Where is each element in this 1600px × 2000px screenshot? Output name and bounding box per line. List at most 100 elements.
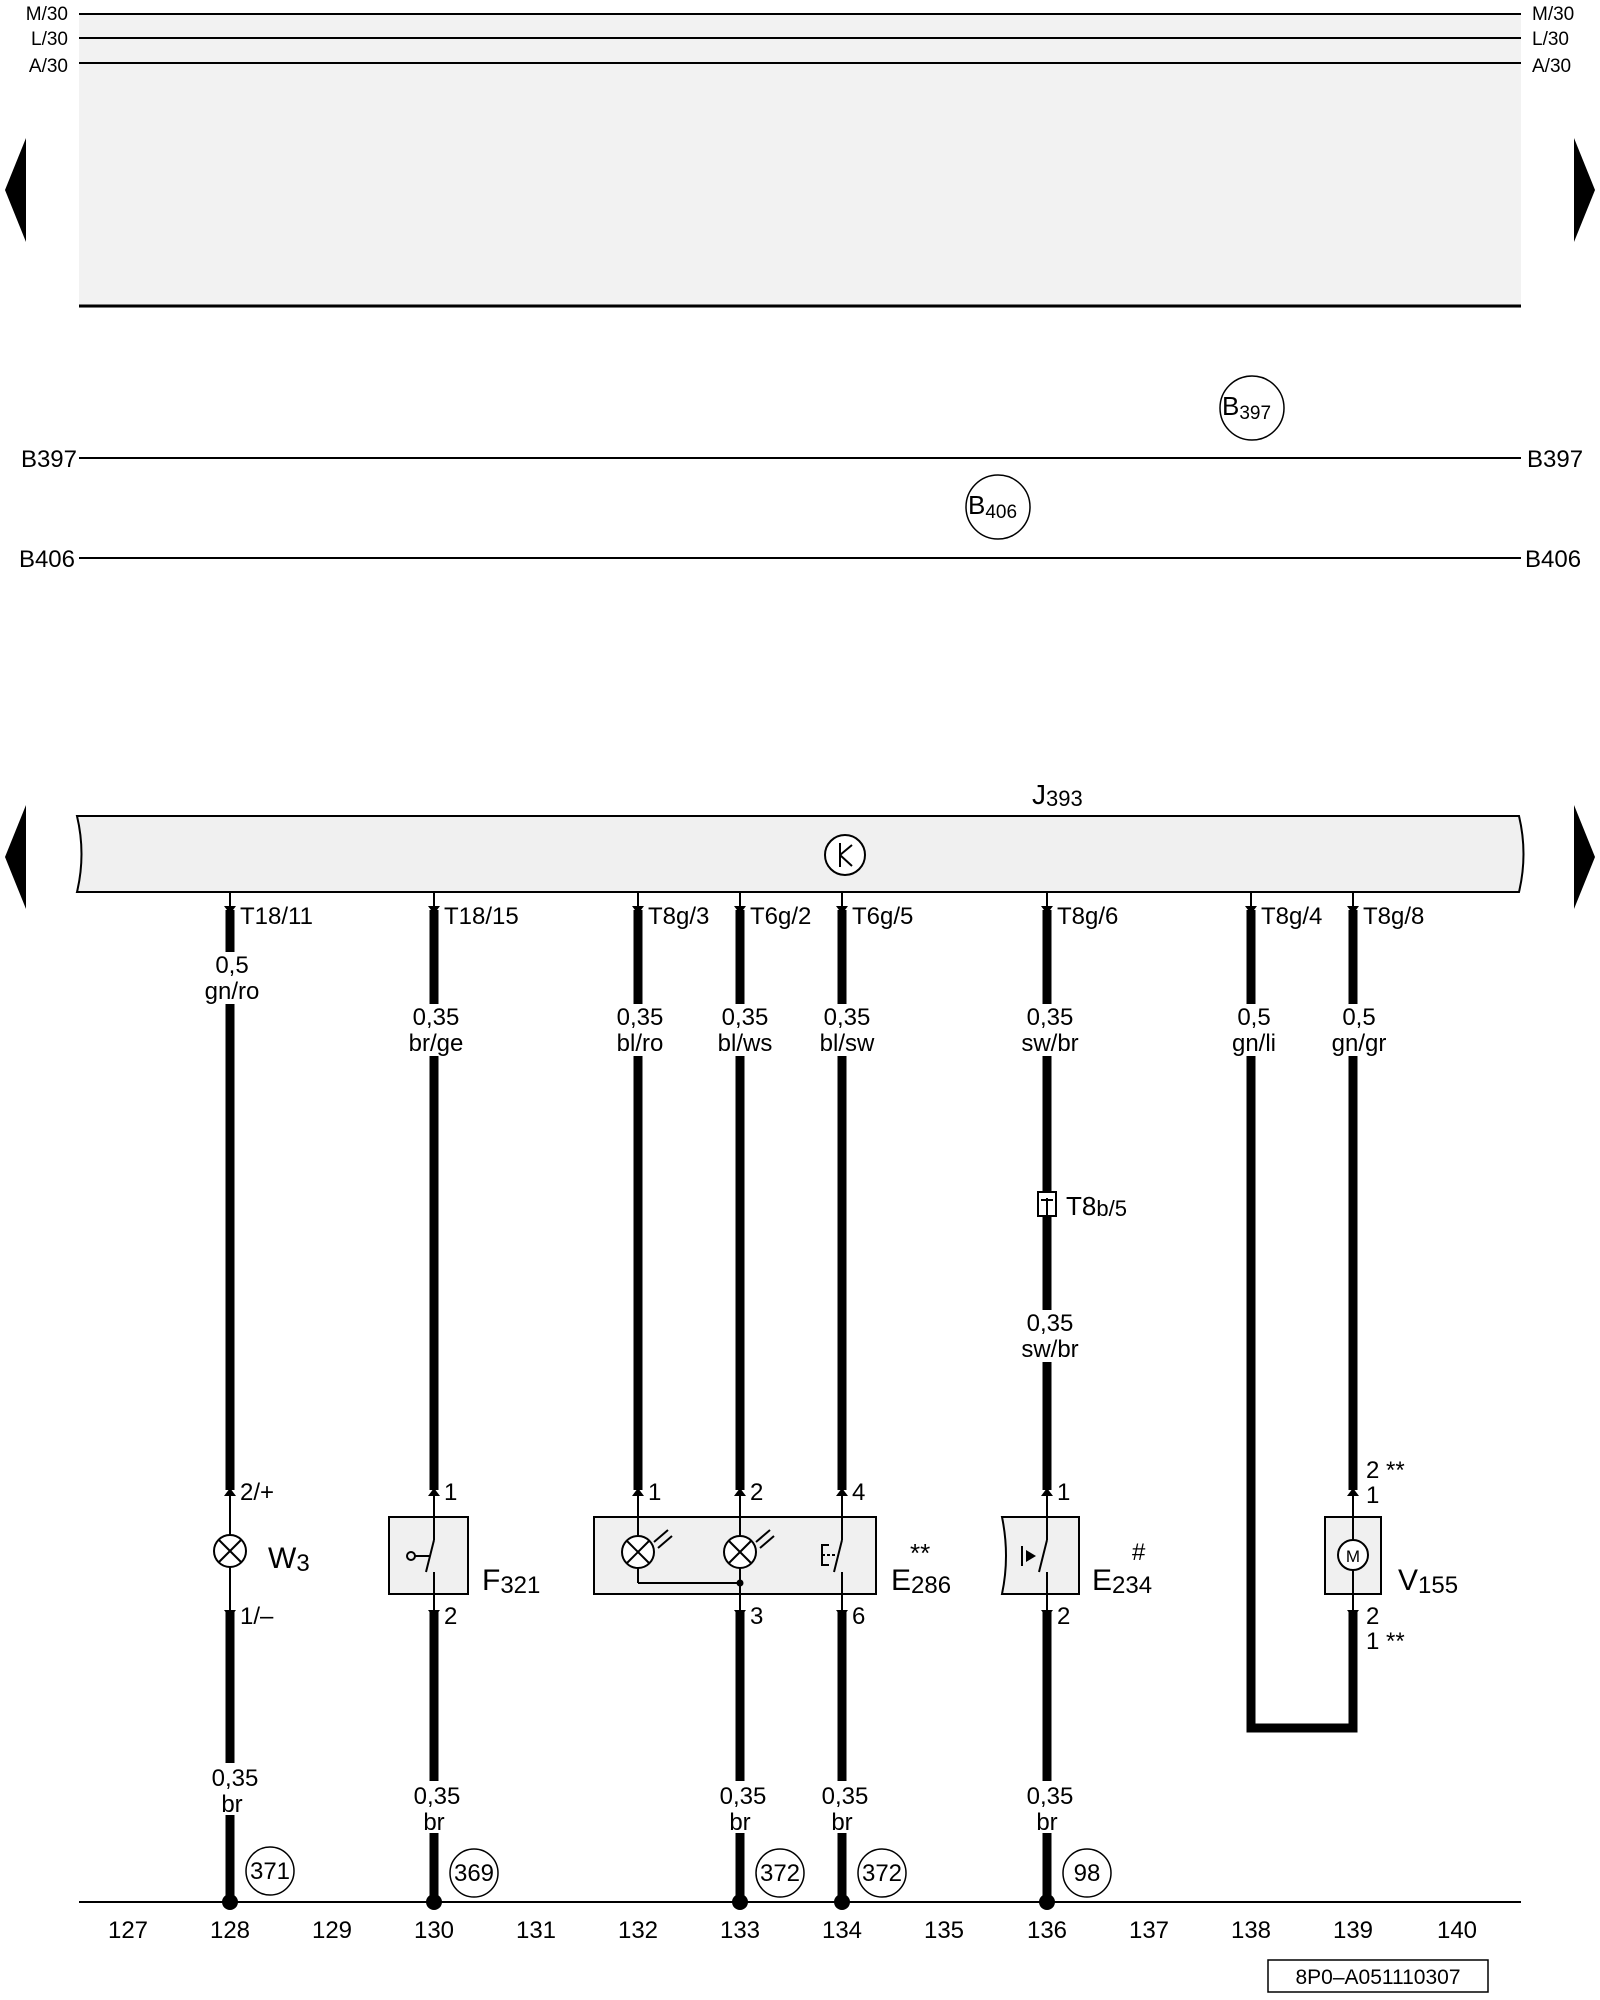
control-unit-symbol [824, 834, 866, 876]
ground-color-130: br [423, 1809, 444, 1836]
track-135: 135 [924, 1917, 964, 1944]
track-132: 132 [618, 1917, 658, 1944]
connector-t8b-5 [1037, 1191, 1057, 1217]
track-127: 127 [108, 1917, 148, 1944]
bus-label-a30-right: A/30 [1532, 56, 1571, 77]
track-140: 140 [1437, 1917, 1477, 1944]
track-136: 136 [1027, 1917, 1067, 1944]
ground-ref-372a: 372 [760, 1860, 800, 1887]
wire-gauge-t18-11: 0,5 [215, 952, 248, 979]
bus-label-m30-right: M/30 [1532, 4, 1574, 25]
b397-circle [1219, 375, 1285, 441]
track-133: 133 [720, 1917, 760, 1944]
b397-circle-label: B397 [1222, 391, 1271, 424]
page-prev-arrow-bottom[interactable] [5, 805, 26, 909]
switch-e286 [593, 1490, 877, 1612]
ground-gauge-136: 0,35 [1027, 1783, 1074, 1810]
wire-gauge-t6g-2: 0,35 [722, 1004, 769, 1031]
wire-gauge-t8g-4: 0,5 [1237, 1004, 1270, 1031]
f321-pin-bottom: 2 [444, 1603, 457, 1630]
wire-gauge-t18-15: 0,35 [413, 1004, 460, 1031]
pin-arrows [224, 906, 1359, 914]
wire-color-t18-11: gn/ro [205, 978, 260, 1005]
page-next-arrow-bottom[interactable] [1574, 805, 1595, 909]
ground-ref-98: 98 [1074, 1860, 1101, 1887]
control-unit-label: J393 [1032, 779, 1083, 811]
e234-label: E234 [1092, 1564, 1152, 1599]
v155-pin-bottom-b: 1 ** [1366, 1628, 1405, 1655]
w3-label: W3 [268, 1542, 310, 1577]
bus-label-l30-right: L/30 [1532, 29, 1569, 50]
bus-label-l30-left: L/30 [31, 29, 68, 50]
w3-pin-bottom: 1/– [240, 1603, 274, 1630]
terminal-label-t8g-4: T8g/4 [1261, 903, 1322, 930]
control-unit-box [75, 815, 1525, 893]
ground-refs: 371 369 372 372 98 [245, 1846, 1112, 1898]
terminal-label-t6g-2: T6g/2 [750, 903, 811, 930]
e286-pin-top-4: 4 [852, 1479, 865, 1506]
e234-pin-bottom: 2 [1057, 1603, 1070, 1630]
track-129: 129 [312, 1917, 352, 1944]
e286-sup: ** [910, 1538, 930, 1568]
wire-gauge-t8g-6: 0,35 [1027, 1004, 1074, 1031]
terminal-label-t6g-5: T6g/5 [852, 903, 913, 930]
ground-color-136: br [1036, 1809, 1057, 1836]
v155-pin-bottom-a: 2 [1366, 1603, 1379, 1630]
terminal-label-t8g-6: T8g/6 [1057, 903, 1118, 930]
ground-dots [222, 1894, 1055, 1910]
wire-color-t8g-4: gn/li [1232, 1030, 1276, 1057]
ground-ref-371: 371 [250, 1858, 290, 1885]
transistor-icon [839, 843, 853, 867]
ground-gauge-128: 0,35 [212, 1765, 259, 1792]
wire-color-t6g-5: bl/sw [820, 1030, 875, 1057]
track-134: 134 [822, 1917, 862, 1944]
e234-pin-top: 1 [1057, 1479, 1070, 1506]
terminal-label-t8g-8: T8g/8 [1363, 903, 1424, 930]
wire-color-t8g-3: bl/ro [617, 1030, 664, 1057]
v155-pin-top-b: 1 [1366, 1482, 1379, 1509]
wire-labels: 0,5 gn/ro 0,35 br/ge 0,35 bl/ro 0,35 bl/… [198, 952, 1389, 1363]
v155-label: V155 [1398, 1564, 1458, 1599]
wire-color-t8g-6: sw/br [1021, 1030, 1078, 1057]
terminal-stubs [229, 892, 1354, 906]
connector-t8b-5-label: T8b/5 [1066, 1191, 1127, 1221]
e286-pin-top-1: 1 [648, 1479, 661, 1506]
track-138: 138 [1231, 1917, 1271, 1944]
ground-ref-372b: 372 [862, 1860, 902, 1887]
terminal-label-t18-11: T18/11 [240, 903, 313, 930]
track-139: 139 [1333, 1917, 1373, 1944]
b406-label-left: B406 [19, 546, 75, 573]
figure-code: 8P0–A051110307 [1295, 1966, 1460, 1989]
b406-circle [965, 474, 1031, 540]
b397-label-left: B397 [21, 446, 77, 473]
ground-color-133: br [729, 1809, 750, 1836]
switch-f321 [388, 1490, 469, 1612]
wire-color-t8b-lower: sw/br [1021, 1336, 1078, 1363]
ground-color-134: br [831, 1809, 852, 1836]
ground-color-128: br [221, 1791, 242, 1818]
track-131: 131 [516, 1917, 556, 1944]
page-next-arrow-top[interactable] [1574, 138, 1595, 242]
e234-sup: # [1132, 1539, 1146, 1566]
f321-pin-top: 1 [444, 1479, 457, 1506]
b397-label-right: B397 [1527, 446, 1583, 473]
ground-gauge-130: 0,35 [414, 1783, 461, 1810]
ground-gauge-134: 0,35 [822, 1783, 869, 1810]
page-prev-arrow-top[interactable] [5, 138, 26, 242]
terminal-label-t8g-3: T8g/3 [648, 903, 709, 930]
track-137: 137 [1129, 1917, 1169, 1944]
ground-labels: 0,35 br 0,35 br 0,35 br 0,35 br 0,35 br [200, 1763, 1083, 1836]
motor-v155: M [1324, 1490, 1382, 1612]
bus-label-m30-left: M/30 [26, 4, 68, 25]
b406-label-right: B406 [1525, 546, 1581, 573]
e286-label: E286 [891, 1564, 951, 1599]
v155-pin-top-a: 2 ** [1366, 1457, 1405, 1484]
terminal-label-t18-15: T18/15 [444, 903, 519, 930]
bus-panel [79, 14, 1521, 308]
e286-pin-top-2: 2 [750, 1479, 763, 1506]
bus-label-a30-left: A/30 [29, 56, 68, 77]
wire-t8g-4-loop [1246, 910, 1358, 1733]
b406-circle-label: B406 [968, 490, 1017, 523]
ground-gauge-133: 0,35 [720, 1783, 767, 1810]
